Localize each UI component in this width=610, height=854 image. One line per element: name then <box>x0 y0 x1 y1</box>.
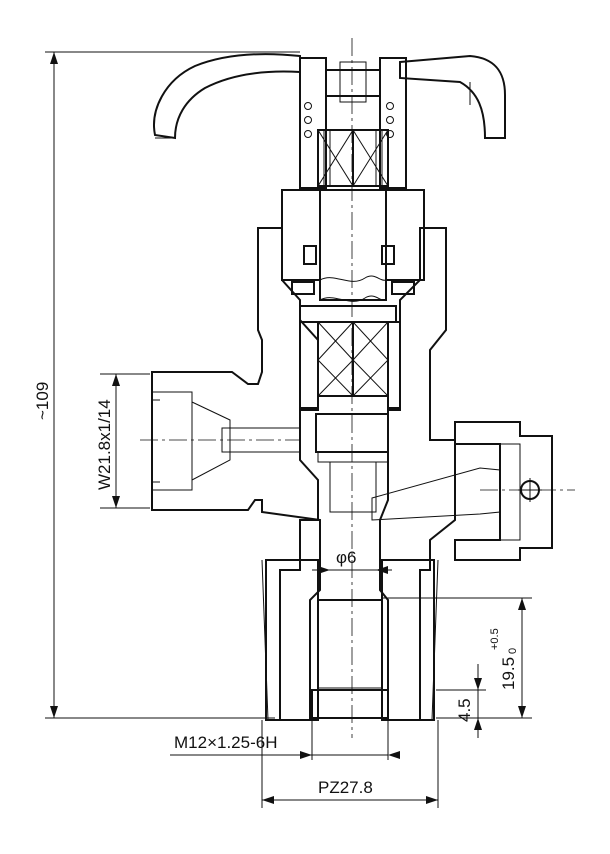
outlet-stub <box>261 559 439 721</box>
dimension-thread-depth: 19.5 +0.5 0 <box>382 597 532 719</box>
bore-diameter-label: φ6 <box>336 548 356 567</box>
dimension-outlet-thread: M12×1.25-6H <box>170 720 400 760</box>
thread-depth-tol-lower: 0 <box>507 648 519 654</box>
dimension-taper-thread: PZ27.8 <box>261 720 439 808</box>
handwheel <box>153 53 506 140</box>
thread-depth-tol-upper: +0.5 <box>489 628 501 650</box>
outlet-thread-label: M12×1.25-6H <box>174 733 277 752</box>
spring <box>304 102 394 138</box>
bonnet <box>281 189 425 302</box>
upper-stem <box>317 129 389 187</box>
thread-depth-label: 19.5 <box>499 657 518 690</box>
small-depth-label: 4.5 <box>455 698 474 722</box>
safety-port <box>371 421 553 561</box>
taper-thread-label: PZ27.8 <box>318 778 373 797</box>
valve-body <box>151 227 456 721</box>
dimension-inlet-thread: W21.8x1/14 <box>95 373 150 509</box>
dimension-overall-height: ~109 <box>33 51 300 719</box>
inlet-thread-label: W21.8x1/14 <box>95 399 114 490</box>
dimension-small-depth: 4.5 <box>436 664 486 738</box>
cap-nut <box>299 57 407 189</box>
overall-height-label: ~109 <box>33 382 52 420</box>
dimension-bore-diameter: φ6 <box>312 548 392 574</box>
